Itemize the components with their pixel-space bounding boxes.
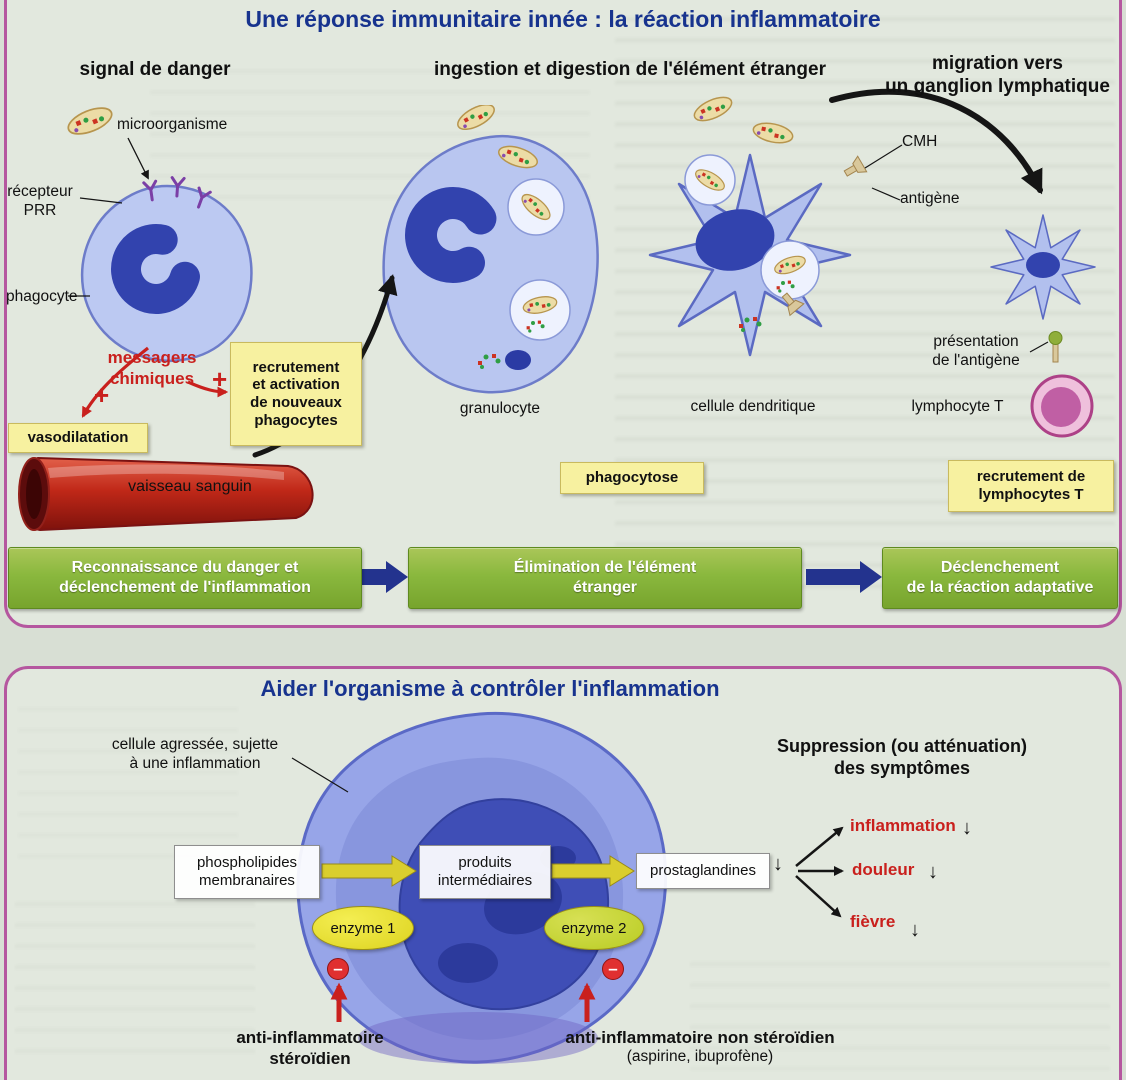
blood-vessel-graphic	[18, 456, 314, 532]
banner-recognition-label: Reconnaissance du danger et déclenchemen…	[59, 559, 311, 596]
phagocyte-cell-graphic	[80, 176, 253, 363]
phospholipids-label: phospholipides membranaires	[196, 854, 298, 889]
bacterium-icon	[690, 91, 736, 127]
prostaglandins-box: prostaglandines	[636, 853, 770, 889]
ingested-bacterium-icon	[453, 105, 499, 136]
nonsteroidal-antiinflammatory-label: anti-inflammatoire non stéroïdien (aspir…	[545, 1028, 855, 1066]
print-bleed-texture	[18, 700, 238, 870]
panel1-title: Une réponse immunitaire innée : la réact…	[245, 6, 881, 32]
presented-antigen-icon	[1048, 331, 1063, 363]
t-cell-recruitment-label: recrutement de lymphocytes T	[976, 468, 1086, 503]
microorganism-label: microorganisme	[117, 116, 228, 133]
bacterium-icon	[750, 119, 796, 147]
aggressed-cell-label: cellule agressée, sujette à une inflamma…	[111, 736, 279, 772]
down-arrow-icon: ↓	[962, 817, 972, 839]
prostaglandins-label: prostaglandines	[650, 862, 756, 879]
phagocyte-nucleus	[111, 224, 201, 314]
header-migration: migration vers un ganglion lymphatique	[885, 53, 1110, 98]
dendritic-cell-graphic	[648, 91, 868, 357]
enzyme1-label: enzyme 1	[330, 919, 396, 937]
blood-vessel-label: vaisseau sanguin	[128, 478, 252, 495]
enzyme2-label: enzyme 2	[561, 919, 627, 937]
cmh-molecule-icon	[840, 155, 868, 182]
header-danger-signal: signal de danger	[79, 59, 231, 80]
migrated-dendritic-cell-graphic	[990, 214, 1096, 320]
dendritic-cell-label: cellule dendritique	[690, 398, 816, 415]
symptom-fever: fièvre	[850, 912, 896, 931]
antigen-presentation-label: présentation de l'antigène	[932, 333, 1020, 369]
recruitment-phagocytes-label: recrutement et activation de nouveaux ph…	[250, 358, 342, 429]
steroidal-antiinflammatory-label: anti-inflammatoire stéroïdien	[236, 1028, 384, 1068]
symptom-inflammation: inflammation	[850, 816, 956, 835]
phagocyte-label: phagocyte	[6, 288, 78, 305]
t-lymphocyte-label: lymphocyte T	[911, 398, 1004, 415]
t-cell-recruitment-box: recrutement de lymphocytes T	[948, 460, 1114, 512]
intermediates-box: produits intermédiaires	[419, 845, 551, 899]
nonsteroidal-line2: (aspirine, ibuprofène)	[626, 1048, 774, 1065]
symptom-suppression-header: Suppression (ou atténuation) des symptôm…	[777, 736, 1027, 778]
microorganism-icon	[63, 101, 117, 141]
granulocyte-cell-graphic	[382, 105, 599, 394]
banner-adaptive-label: Déclenchement de la réaction adaptative	[906, 559, 1094, 596]
vasodilation-box: vasodilatation	[8, 423, 148, 453]
minus-sign: –	[333, 959, 343, 978]
down-arrow-icon: ↓	[910, 919, 920, 941]
vasodilation-label: vasodilatation	[27, 429, 129, 447]
banner-recognition: Reconnaissance du danger et déclenchemen…	[8, 547, 362, 609]
recruitment-phagocytes-box: recrutement et activation de nouveaux ph…	[230, 342, 362, 446]
dendritic-nucleus	[695, 209, 775, 271]
lymphocyte-nucleus	[1041, 387, 1081, 427]
chemical-messengers-label: messagers chimiques	[107, 348, 197, 388]
banner-adaptive: Déclenchement de la réaction adaptative	[882, 547, 1118, 609]
antigen-label: antigène	[900, 190, 960, 207]
phagocytosis-label: phagocytose	[585, 469, 679, 487]
symptom-pain: douleur	[852, 860, 915, 879]
minus-sign: –	[608, 959, 618, 978]
intermediates-label: produits intermédiaires	[437, 854, 533, 889]
inhibition-minus-icon: –	[327, 958, 349, 980]
nonsteroidal-line1: anti-inflammatoire non stéroïdien	[565, 1028, 835, 1047]
plus-sign: +	[212, 364, 228, 394]
panel2-title: Aider l'organisme à contrôler l'inflamma…	[260, 676, 720, 701]
t-lymphocyte-graphic	[1030, 374, 1094, 438]
granulocyte-label: granulocyte	[459, 400, 541, 417]
print-bleed-texture	[15, 895, 255, 1070]
phospholipids-box: phospholipides membranaires	[174, 845, 320, 899]
inhibition-minus-icon: –	[602, 958, 624, 980]
enzyme2-ellipse: enzyme 2	[544, 906, 644, 950]
plus-sign: +	[94, 380, 110, 410]
granulocyte-nucleus	[405, 187, 501, 283]
down-arrow-icon: ↓	[928, 861, 938, 883]
print-bleed-texture	[690, 955, 1110, 1070]
cmh-label: CMH	[902, 133, 938, 150]
phagocytosis-box: phagocytose	[560, 462, 704, 494]
banner-elimination-label: Élimination de l'élément étranger	[513, 559, 697, 596]
banner-elimination: Élimination de l'élément étranger	[408, 547, 802, 609]
prr-receptor-label: récepteur PRR	[7, 183, 73, 219]
header-ingestion-digestion: ingestion et digestion de l'élément étra…	[434, 59, 826, 80]
dendritic-nucleus	[1026, 252, 1060, 278]
enzyme1-ellipse: enzyme 1	[312, 906, 414, 950]
down-arrow-icon: ↓	[773, 853, 783, 875]
